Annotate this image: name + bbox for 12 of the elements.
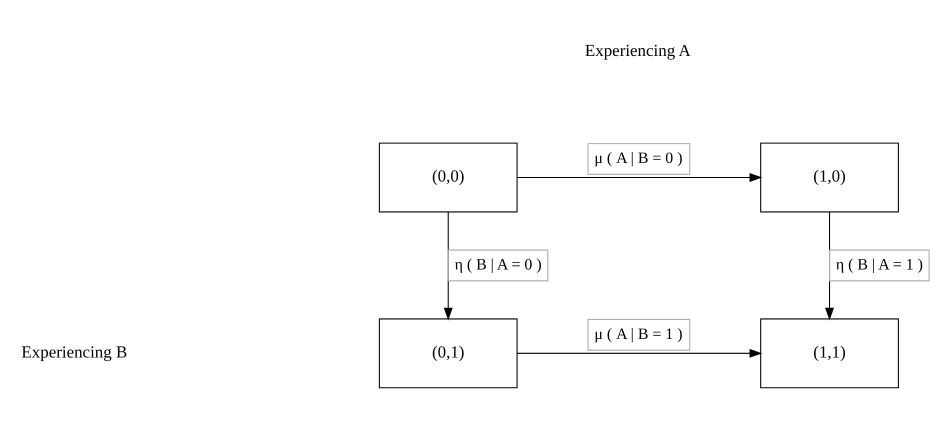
label: Experiencing A (584, 40, 691, 60)
node-box: (0,0) (378, 142, 518, 212)
edge-label: μ ( A | B = 0 ) (594, 150, 683, 167)
edge-label: η ( B | A = 1 ) (836, 256, 923, 274)
arrow (517, 172, 762, 182)
node-box: (1,0) (760, 142, 899, 212)
arrow (517, 348, 762, 358)
label: Experiencing B (21, 342, 128, 361)
node-box: (0,1) (378, 318, 518, 388)
edge-label: μ ( A | B = 1 ) (594, 326, 683, 343)
edge-label: η ( B | A = 0 ) (454, 256, 542, 274)
node-box: (1,1) (760, 318, 899, 388)
